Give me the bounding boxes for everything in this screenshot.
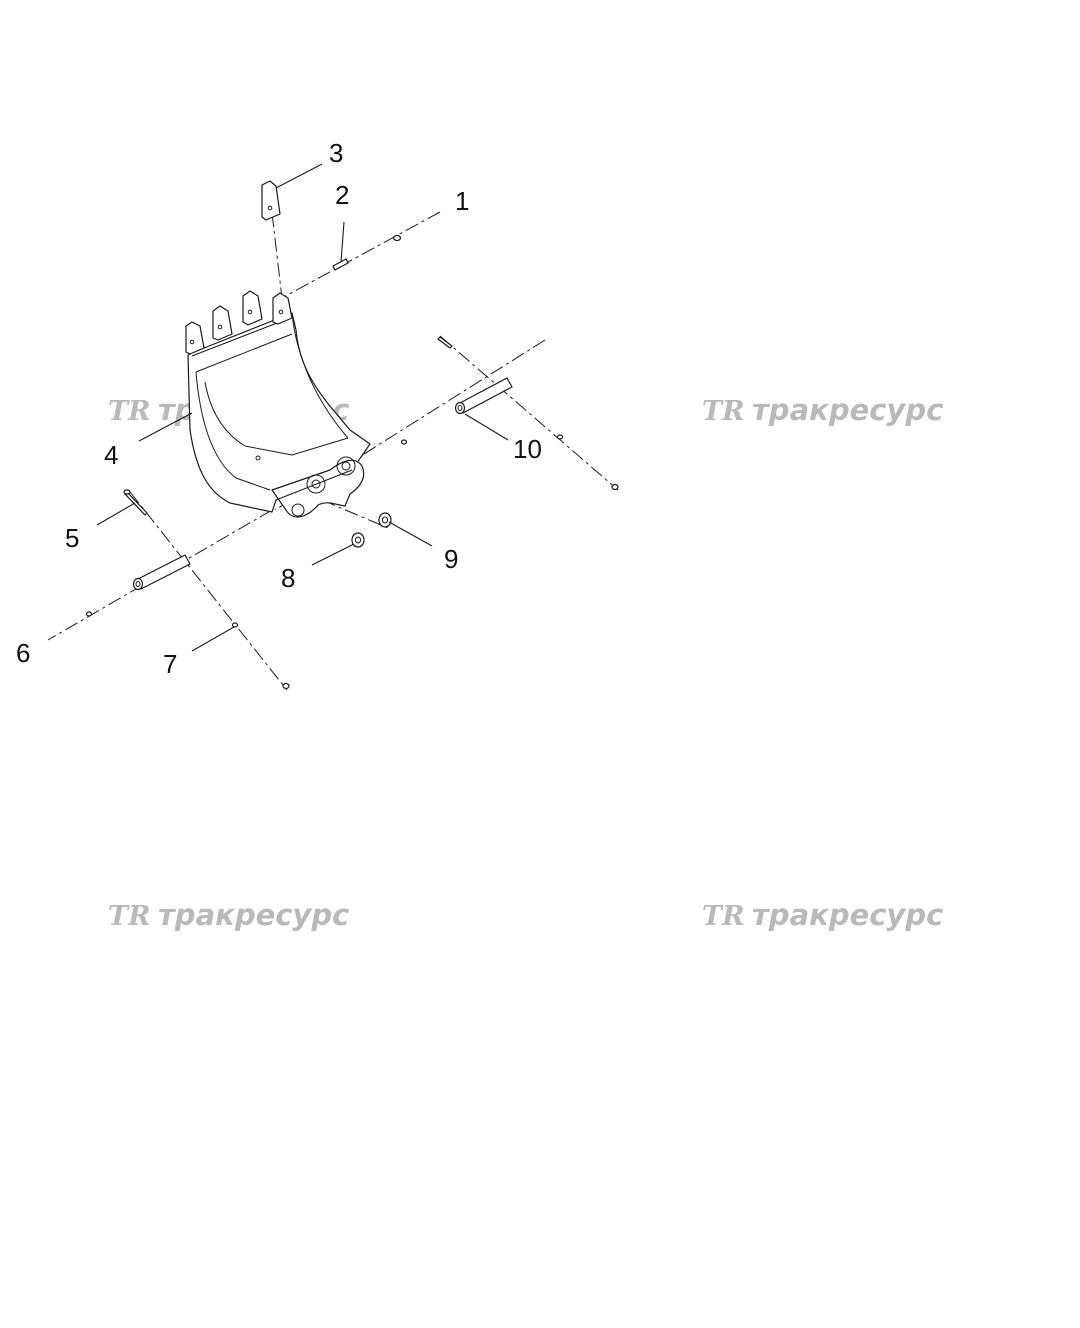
callout-5: 5 xyxy=(65,523,79,553)
watermark-logo: TR xyxy=(702,396,745,427)
tooth-4 xyxy=(272,292,293,325)
callout-1: 1 xyxy=(455,186,469,216)
axis-bolt-left xyxy=(129,491,288,691)
shim-washers xyxy=(351,512,392,548)
hitch-pin-lower xyxy=(85,554,191,617)
bucket-lip xyxy=(195,333,293,373)
callout-10: 10 xyxy=(513,434,542,464)
watermark-logo: TR xyxy=(108,901,151,932)
watermark-bottom-right: TR тракресурс xyxy=(702,898,943,932)
hitch-crossbar xyxy=(275,469,353,501)
callout-3: 3 xyxy=(329,138,343,168)
bucket xyxy=(185,290,371,518)
tooth-pin xyxy=(332,258,349,271)
washer-8 xyxy=(351,532,365,548)
bucket-cutting-edge xyxy=(191,317,291,357)
hitch-boss-lower xyxy=(291,503,305,517)
hitch-pin-upper xyxy=(454,377,513,415)
callouts: 1 2 3 4 5 6 7 8 9 10 xyxy=(16,138,542,679)
leader-9 xyxy=(388,521,433,547)
watermark-bottom-left: TR тракресурс xyxy=(108,898,349,932)
hitch-boss-right xyxy=(336,456,356,476)
hitch-bore-left xyxy=(311,479,321,489)
tooth-detached xyxy=(261,180,281,221)
axis-main-pin-upper xyxy=(274,339,546,511)
callout-4: 4 xyxy=(104,440,118,470)
tooth-3 xyxy=(242,290,263,326)
axis-tooth xyxy=(271,212,283,299)
tooth-2 xyxy=(212,305,233,341)
axis-top-pin xyxy=(281,211,441,299)
callout-2: 2 xyxy=(335,180,349,210)
leader-10 xyxy=(464,413,509,441)
bucket-inner-side xyxy=(291,312,349,439)
hitch-bolt-lower xyxy=(123,489,290,690)
bucket-side-edge xyxy=(195,371,271,491)
leader-lines xyxy=(96,163,509,652)
watermark-logo: TR xyxy=(108,396,151,427)
axis-bolt-right xyxy=(439,335,619,491)
watermark-logo: TR xyxy=(702,901,745,932)
washer-9 xyxy=(378,512,392,528)
hitch-bolt-upper xyxy=(400,336,619,491)
hitch-boss-left xyxy=(306,474,326,494)
leader-5 xyxy=(96,502,136,526)
watermark-text: тракресурс xyxy=(158,898,349,932)
leader-8 xyxy=(311,543,355,566)
bucket-inner-floor xyxy=(204,381,349,456)
callout-8: 8 xyxy=(281,563,295,593)
tooth-retainer xyxy=(392,234,402,242)
leader-2 xyxy=(340,221,345,263)
watermark-text: тракресурс xyxy=(752,898,943,932)
leader-7 xyxy=(191,626,235,652)
bucket-hole xyxy=(255,455,261,461)
watermark-text: тракресурс xyxy=(752,393,943,427)
leader-3 xyxy=(275,163,323,189)
watermark-top-right: TR тракресурс xyxy=(702,393,943,427)
callout-7: 7 xyxy=(163,649,177,679)
leader-4 xyxy=(138,412,193,442)
callout-6: 6 xyxy=(16,638,30,668)
hitch-bore-right xyxy=(341,461,351,471)
callout-9: 9 xyxy=(444,544,458,574)
axis-shims xyxy=(321,499,389,529)
tooth-1 xyxy=(185,321,205,355)
